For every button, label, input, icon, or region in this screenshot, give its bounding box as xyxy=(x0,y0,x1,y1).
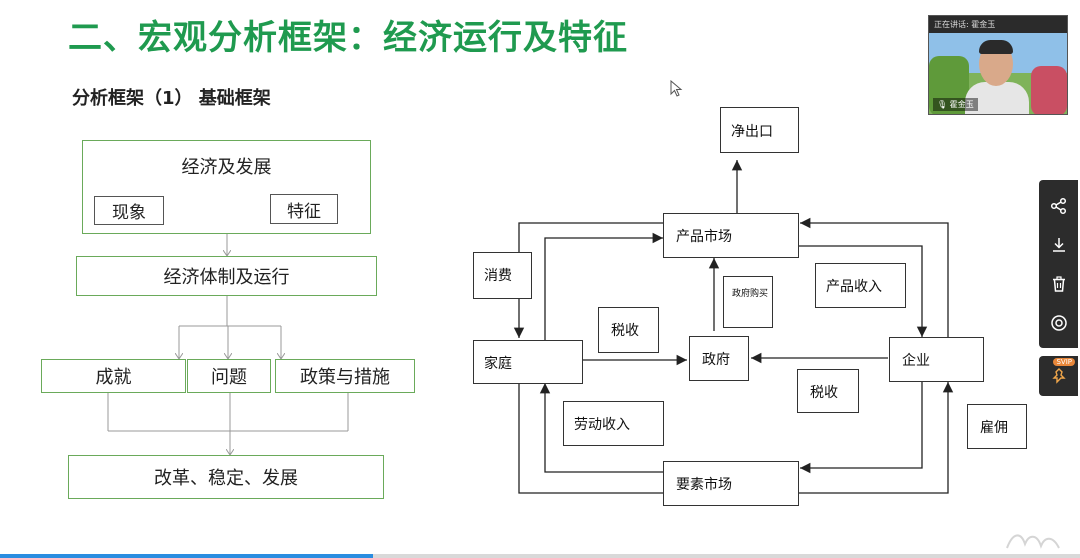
net-export-box: 净出口 xyxy=(720,107,799,153)
side-toolbar xyxy=(1039,180,1078,348)
share-icon[interactable] xyxy=(1047,194,1071,218)
playback-progress-bar[interactable] xyxy=(0,554,1080,558)
policy-box: 政策与措施 xyxy=(275,359,415,393)
tax-enterprise-box: 税收 xyxy=(797,369,859,413)
economic-system-label: 经济体制及运行 xyxy=(163,267,290,288)
problem-box: 问题 xyxy=(187,359,271,393)
labor-income-box: 劳动收入 xyxy=(563,401,664,446)
economic-system-box: 经济体制及运行 xyxy=(76,256,377,296)
employment-box: 雇佣 xyxy=(967,404,1027,449)
household-box: 家庭 xyxy=(473,340,583,384)
reform-box: 改革、稳定、发展 xyxy=(68,455,384,499)
video-background-tree xyxy=(929,56,969,114)
tax-household-label: 税收 xyxy=(611,323,639,339)
feature-label: 特征 xyxy=(287,201,321,222)
trash-icon[interactable] xyxy=(1047,272,1071,296)
slide-subtitle: 分析框架（1） 基础框架 xyxy=(72,88,271,109)
slide-title: 二、宏观分析框架：经济运行及特征 xyxy=(68,18,628,58)
achievement-label: 成就 xyxy=(95,367,132,388)
feature-box: 特征 xyxy=(270,194,338,224)
speaker-video[interactable]: 正在讲话: 霍金玉 🎙 霍金玉 xyxy=(928,15,1068,115)
watermark-logo xyxy=(1006,534,1060,549)
problem-label: 问题 xyxy=(211,367,247,388)
eye-icon[interactable] xyxy=(1047,311,1071,335)
speaker-name: 🎙 霍金玉 xyxy=(933,98,978,111)
pin-icon xyxy=(1051,368,1066,384)
gov-purchase-label: 政府购买 xyxy=(732,289,769,299)
video-background-flowers xyxy=(1031,66,1067,114)
phenomenon-box: 现象 xyxy=(94,196,164,225)
gov-purchase-box: 政府购买 xyxy=(723,276,773,328)
enterprise-label: 企业 xyxy=(902,353,930,369)
mouse-cursor-icon xyxy=(670,80,683,97)
product-market-label: 产品市场 xyxy=(676,229,732,245)
policy-label: 政策与措施 xyxy=(300,367,390,388)
product-income-box: 产品收入 xyxy=(815,263,906,308)
consumption-label: 消费 xyxy=(484,268,512,284)
enterprise-box: 企业 xyxy=(889,337,984,382)
factor-market-label: 要素市场 xyxy=(676,477,732,493)
tax-enterprise-label: 税收 xyxy=(810,385,838,401)
economy-development-label: 经济及发展 xyxy=(181,157,272,178)
government-box: 政府 xyxy=(689,336,749,381)
net-export-label: 净出口 xyxy=(731,124,773,140)
consumption-box: 消费 xyxy=(473,252,532,299)
tax-household-box: 税收 xyxy=(598,307,659,353)
product-income-label: 产品收入 xyxy=(826,279,882,295)
speaker-hair xyxy=(979,40,1013,54)
reform-label: 改革、稳定、发展 xyxy=(154,468,298,489)
svip-badge: SVIP xyxy=(1053,358,1075,366)
factor-market-box: 要素市场 xyxy=(663,461,799,506)
employment-label: 雇佣 xyxy=(980,420,1008,436)
household-label: 家庭 xyxy=(484,356,512,372)
speaker-name-text: 霍金玉 xyxy=(949,100,974,109)
product-market-box: 产品市场 xyxy=(663,213,799,258)
playback-progress-fill xyxy=(0,554,373,558)
download-icon[interactable] xyxy=(1047,233,1071,257)
svip-pin-button[interactable]: SVIP xyxy=(1039,356,1078,396)
speaking-status: 正在讲话: 霍金玉 xyxy=(929,16,1067,33)
phenomenon-label: 现象 xyxy=(112,203,146,223)
government-label: 政府 xyxy=(702,352,730,368)
speaker-body xyxy=(965,82,1029,114)
achievement-box: 成就 xyxy=(41,359,186,393)
labor-income-label: 劳动收入 xyxy=(574,417,630,433)
